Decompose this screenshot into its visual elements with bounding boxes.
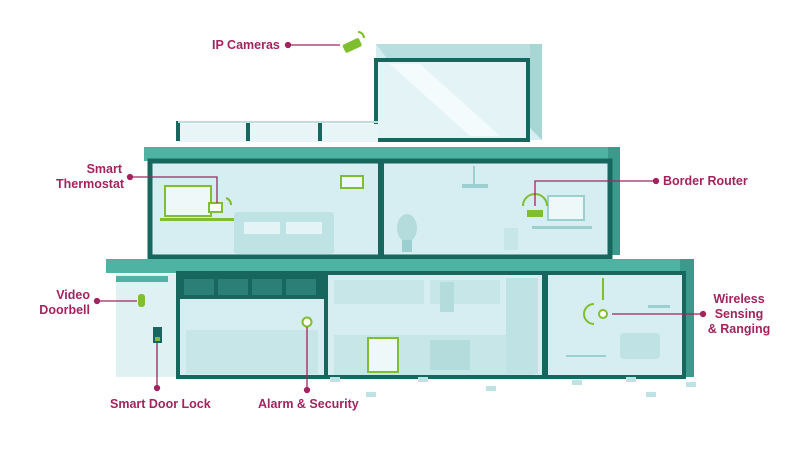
label-ip-cameras: IP Cameras bbox=[212, 38, 280, 52]
ground-floor bbox=[106, 259, 694, 379]
label-wireless-sensing: Wireless Sensing & Ranging bbox=[707, 292, 771, 336]
label-smart-thermostat: Smart Thermostat bbox=[56, 162, 125, 191]
label-video-doorbell: Video Doorbell bbox=[39, 288, 90, 317]
label-border-router: Border Router bbox=[663, 174, 748, 188]
doorbell-icon bbox=[138, 294, 145, 307]
wireless-sensor-icon bbox=[583, 278, 608, 325]
middle-floor bbox=[144, 147, 620, 260]
camera-icon bbox=[342, 31, 365, 53]
alarm-sensor-icon bbox=[301, 316, 313, 328]
door-lock-icon bbox=[153, 327, 162, 343]
top-floor bbox=[176, 44, 542, 142]
foundation bbox=[330, 377, 696, 397]
label-alarm-security: Alarm & Security bbox=[258, 397, 359, 411]
leader-lines bbox=[93, 41, 707, 394]
thermostat-icon bbox=[208, 197, 232, 213]
label-smart-door-lock: Smart Door Lock bbox=[110, 397, 211, 411]
